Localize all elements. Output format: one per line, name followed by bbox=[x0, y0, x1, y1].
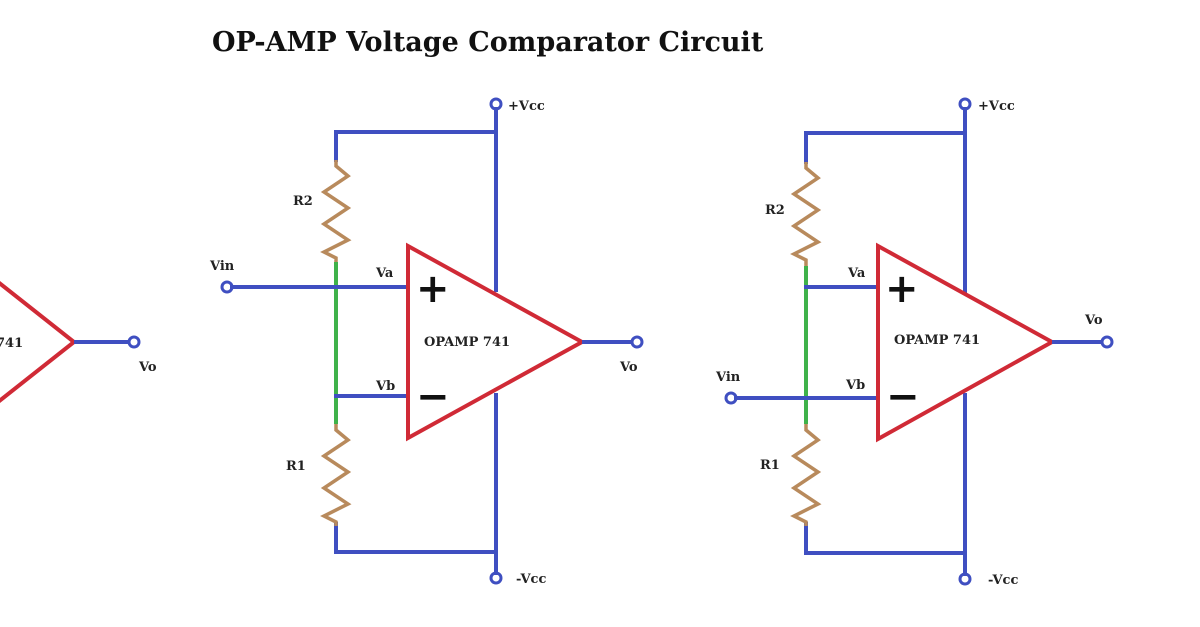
partial-output-label: Vo bbox=[138, 360, 157, 375]
circuit-a-va-label: Va bbox=[375, 266, 394, 281]
circuit-b-top-rail bbox=[804, 131, 967, 164]
partial-opamp bbox=[0, 281, 78, 403]
circuit-b-resistor-r1 bbox=[790, 424, 822, 526]
partial-output-terminal bbox=[127, 335, 141, 349]
circuit-a-r1-label: R1 bbox=[286, 459, 306, 474]
circuit-a-output-label: Vo bbox=[619, 360, 638, 375]
circuit-b-output-label: Vo bbox=[1084, 313, 1103, 328]
circuit-a-vcc-neg-label: -Vcc bbox=[516, 572, 546, 587]
circuit-a: +Vcc -Vcc R2 R1 Vin Va Vb + − OPAMP 741 … bbox=[209, 97, 644, 587]
circuit-a-vb-label: Vb bbox=[375, 379, 395, 394]
circuit-b-vcc-neg-label: -Vcc bbox=[988, 573, 1018, 588]
circuit-a-top-rail bbox=[334, 130, 498, 162]
circuit-a-vin-label: Vin bbox=[209, 259, 235, 274]
circuit-b-vin-label: Vin bbox=[715, 370, 741, 385]
circuit-b-vb-label: Vb bbox=[845, 378, 865, 393]
circuit-b-opamp-label: OPAMP 741 bbox=[894, 333, 980, 348]
circuit-b-plus-sign: + bbox=[885, 266, 919, 312]
circuit-a-resistor-r2 bbox=[320, 160, 352, 262]
circuit-a-resistor-r1 bbox=[320, 424, 352, 526]
diagram-title: OP-AMP Voltage Comparator Circuit bbox=[212, 27, 764, 58]
circuit-a-opamp bbox=[406, 242, 587, 442]
circuit-b-bottom-rail bbox=[804, 522, 967, 555]
circuit-a-opamp-label: OPAMP 741 bbox=[424, 335, 510, 350]
partial-opamp-label: 741 bbox=[0, 336, 23, 351]
circuit-b-vcc-pos-label: +Vcc bbox=[978, 99, 1015, 114]
circuit-b-minus-sign: − bbox=[886, 374, 920, 420]
circuit-b-opamp bbox=[876, 242, 1057, 443]
circuit-a-bottom-rail bbox=[334, 522, 498, 554]
circuit-b-r1-label: R1 bbox=[760, 458, 780, 473]
circuit-b-r2-label: R2 bbox=[765, 203, 785, 218]
circuit-a-minus-sign: − bbox=[416, 374, 450, 420]
circuit-b-va-label: Va bbox=[847, 266, 866, 281]
circuit-b-resistor-r2 bbox=[790, 162, 822, 266]
circuit-a-plus-sign: + bbox=[416, 266, 450, 312]
circuit-b: +Vcc -Vcc R2 R1 Va Vin Vb + − OPAMP 741 … bbox=[715, 97, 1114, 588]
circuit-b-output-terminal[interactable] bbox=[1100, 335, 1114, 349]
circuit-a-vcc-pos-label: +Vcc bbox=[508, 99, 545, 114]
circuit-a-r2-label: R2 bbox=[293, 194, 313, 209]
circuit-a-output-terminal[interactable] bbox=[630, 335, 644, 349]
partial-circuit: 741 Vo bbox=[0, 281, 157, 403]
